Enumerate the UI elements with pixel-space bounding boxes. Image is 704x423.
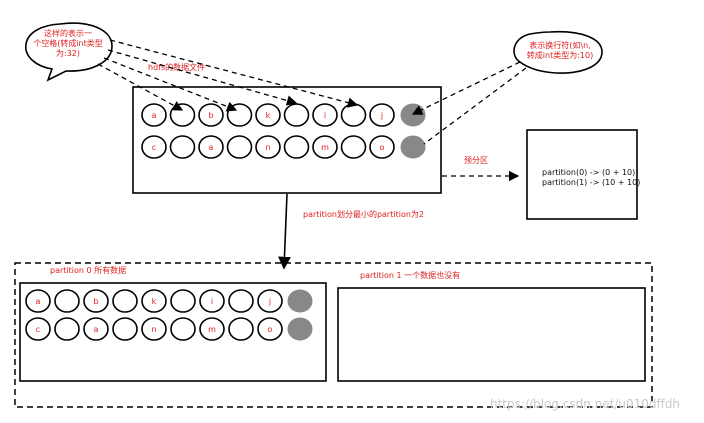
partition1-label: partition 1 一个数据也没有 <box>360 270 460 280</box>
bottom-rows-node <box>25 317 51 341</box>
bottom-node-rows: a b k i j c a n m o <box>25 289 313 341</box>
bottom-rows-node-label: i <box>211 297 213 306</box>
partition1-box <box>337 287 646 382</box>
bottom-rows-node-label: j <box>268 297 271 306</box>
top-rows-node-label: n <box>265 143 270 152</box>
top-rows-node <box>369 103 395 127</box>
right-bubble-arrow-2 <box>423 67 527 145</box>
bottom-rows-node <box>141 317 167 341</box>
top-rows-node <box>283 135 310 159</box>
top-rows-node <box>340 135 367 159</box>
bottom-rows-node <box>112 317 138 341</box>
bottom-rows-end-node <box>287 289 313 313</box>
top-rows-node-label: o <box>380 143 385 152</box>
watermark: https://blog.csdn.net/u010dffdh <box>490 397 680 411</box>
bubble-left-line-2: 个空格(转成int类型 <box>33 38 103 48</box>
top-rows-node <box>340 103 367 127</box>
top-rows-end-node <box>400 135 426 159</box>
bubble-left-line-1: 这样的表示一 <box>44 28 92 38</box>
bubble-right: 表示换行符(如\n, 转成int类型为:10) <box>513 30 603 74</box>
bottom-rows-node <box>257 317 283 341</box>
bottom-rows-node <box>54 289 80 313</box>
partition-range-line-1: partition(0) -> (0 + 10) <box>542 168 635 177</box>
bottom-rows-node-label: m <box>208 325 216 334</box>
top-rows-node-label: k <box>266 111 271 120</box>
bottom-rows-node-label: n <box>151 325 156 334</box>
bubble-right-line-1: 表示换行符(如\n, <box>529 40 590 50</box>
bottom-rows-node-label: a <box>94 325 99 334</box>
bubble-left: 这样的表示一 个空格(转成int类型 为:32) <box>25 22 113 82</box>
top-rows-node-label: a <box>209 143 214 152</box>
top-rows-end-node <box>400 103 426 127</box>
bottom-rows-node-label: k <box>152 297 157 306</box>
top-rows-node <box>141 103 167 127</box>
top-rows-node <box>198 103 224 127</box>
hdfs-label: hdfs的数据文件 <box>148 62 205 72</box>
bubble-right-line-2: 转成int类型为:10) <box>527 50 593 60</box>
top-rows-node <box>255 135 281 159</box>
top-rows-node <box>369 135 395 159</box>
min-partition-label: partition划分最小的partition为2 <box>303 209 424 219</box>
bottom-rows-node <box>141 289 167 313</box>
bottom-rows-node <box>83 317 109 341</box>
top-rows-node-label: m <box>321 143 329 152</box>
bottom-rows-node <box>54 317 80 341</box>
bottom-rows-node <box>199 289 225 313</box>
bubble-left-line-3: 为:32) <box>56 48 80 58</box>
bottom-rows-node <box>199 317 225 341</box>
bottom-rows-node <box>170 317 196 341</box>
top-rows-node <box>255 103 281 127</box>
top-rows-node-label: i <box>324 111 326 120</box>
bottom-rows-node-label: a <box>36 297 41 306</box>
top-rows-node-label: j <box>380 111 383 120</box>
min-partition-arrow <box>278 193 291 270</box>
top-rows-node <box>226 103 253 127</box>
bottom-rows-node <box>228 317 254 341</box>
top-rows-node <box>312 103 338 127</box>
right-bubble-arrow-1 <box>411 61 521 115</box>
partition0-label: partition 0 所有数据 <box>50 265 126 275</box>
prepartition-label: 预分区 <box>464 155 488 165</box>
bottom-rows-node <box>257 289 283 313</box>
bottom-rows-node <box>25 289 51 313</box>
bottom-rows-node <box>83 289 109 313</box>
left-bubble-arrows <box>97 39 359 112</box>
top-rows-node <box>283 103 310 127</box>
partitions-container <box>14 262 653 408</box>
top-rows-node <box>169 135 196 159</box>
bottom-rows-node <box>228 289 254 313</box>
partition-range-box <box>526 129 638 220</box>
bottom-rows-node <box>170 289 196 313</box>
top-rows-node-label: c <box>152 143 156 152</box>
top-rows-node <box>169 103 196 127</box>
bottom-rows-node <box>112 289 138 313</box>
bottom-rows-node-label: o <box>268 325 273 334</box>
top-rows-node <box>312 135 338 159</box>
top-rows-node <box>226 135 253 159</box>
bottom-rows-node-label: c <box>36 325 40 334</box>
bottom-rows-node-label: b <box>93 297 98 306</box>
top-rows-node <box>141 135 167 159</box>
bottom-rows-end-node <box>287 317 313 341</box>
top-rows-node <box>198 135 224 159</box>
partition-range-line-2: partition(1) -> (10 + 10) <box>542 178 640 187</box>
top-rows-node-label: b <box>208 111 213 120</box>
top-rows-node-label: a <box>152 111 157 120</box>
